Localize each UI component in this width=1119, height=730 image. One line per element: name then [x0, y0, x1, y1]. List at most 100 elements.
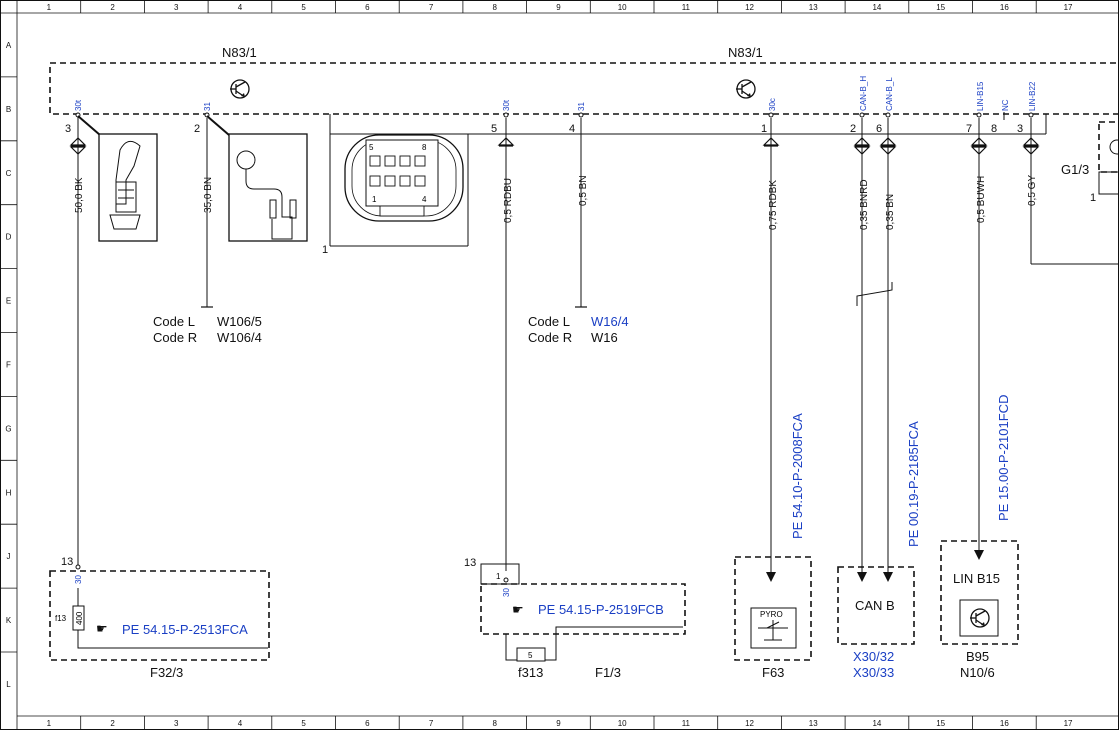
connector-cell-label: 4 [422, 195, 427, 204]
grid-column-label: 12 [745, 3, 754, 12]
grid-row-label: G [5, 424, 11, 433]
battery-cable-picture-2 [206, 115, 308, 242]
wire-035-bn: 0,35 BN [856, 118, 896, 582]
code-label: Code L [153, 314, 195, 329]
grid-column-label: 10 [618, 3, 627, 12]
component-b95: PE 15.00-P-2101FCD LIN B15 B95 N10/6 [940, 395, 1019, 680]
control-unit-icon [735, 79, 756, 99]
grid-column-label: 8 [493, 3, 498, 12]
component-f1-3: 13 1 30 ☛ PE 54.15-P-2519FCB 5 f313 F1/3 [464, 557, 686, 680]
grid-column-label: 13 [809, 719, 818, 728]
connector-cell-label: 1 [372, 195, 377, 204]
grid-column-label: 7 [429, 3, 434, 12]
grid-column-label: 2 [110, 3, 115, 12]
pin-31-b: 31 4 [569, 102, 586, 135]
can-b-title: CAN B [855, 598, 895, 613]
wire-label: 0,5 RDBU [503, 178, 514, 223]
code-label: Code R [528, 330, 572, 345]
pin-signal: NC [1001, 99, 1010, 111]
pin-30c: 30c 1 [761, 98, 777, 135]
wire-label: 0,35 BNRD [859, 179, 870, 230]
fuse-name: f13 [55, 614, 67, 623]
grid-row-label: A [6, 41, 12, 50]
connector-pin-number: 1 [322, 244, 328, 256]
pin-number: 2 [194, 123, 200, 135]
can-b-ref-1[interactable]: X30/32 [853, 649, 894, 664]
pin-lin-b22: LIN-B22 3 [1017, 81, 1037, 135]
fuse-label: f313 [518, 665, 543, 680]
code-ref: W16 [591, 330, 618, 345]
component-g1-3: G1/3 1 [1061, 121, 1119, 204]
pe-reference-link[interactable]: PE 00.19-P-2185FCA [906, 421, 921, 547]
pin-number: 3 [1017, 123, 1023, 135]
pin-can-b-h: CAN-B_H 2 [850, 76, 868, 135]
wire-label: 0,5 BN [578, 175, 589, 206]
pin-signal: 30 [502, 588, 511, 597]
control-unit-icon [229, 79, 250, 99]
grid-column-label: 11 [682, 3, 691, 12]
component-label: F32/3 [150, 665, 183, 680]
pin-number: 4 [569, 123, 575, 135]
pin-lin-b15: LIN-B15 7 [966, 81, 985, 135]
component-label: F63 [762, 665, 784, 680]
grid-column-label: 7 [429, 719, 434, 728]
grid-column-label: 15 [936, 719, 945, 728]
grid-column-label: 4 [238, 719, 243, 728]
grid-column-label: 1 [47, 719, 52, 728]
connector-drawing: 5 8 1 4 [344, 134, 464, 222]
grid-row-label: J [7, 552, 11, 561]
code-ref: W106/5 [217, 314, 262, 329]
wire-05-rdbu: 0,5 RDBU [498, 118, 514, 571]
grid-column-label: 14 [872, 719, 881, 728]
pin-can-b-l: CAN-B_L 6 [876, 77, 894, 135]
pin-signal: 30t [74, 99, 83, 111]
pin-signal: 30c [768, 98, 777, 111]
grid-column-label: 13 [809, 3, 818, 12]
pe-reference-link[interactable]: PE 15.00-P-2101FCD [996, 395, 1011, 521]
grid-column-label: 5 [301, 3, 306, 12]
wire-label: 0,5 GY [1027, 175, 1038, 206]
module-n83-1: N83/1 N83/1 1 [49, 45, 1119, 256]
component-label: B95 [966, 649, 989, 664]
wire-label: 0,75 RDBK [768, 180, 779, 230]
grid-row-label: E [6, 297, 11, 306]
pe-reference-link[interactable]: PE 54.15-P-2513FCA [122, 622, 248, 637]
pin-number: 3 [65, 123, 71, 135]
grid-column-label: 9 [556, 3, 561, 12]
pin-number: 6 [876, 123, 882, 135]
hand-pointer-icon: ☛ [512, 602, 524, 617]
can-b-ref-2[interactable]: X30/33 [853, 665, 894, 680]
ground-ref-left: Code L W106/5 Code R W106/4 [153, 314, 262, 345]
grid-column-label: 8 [493, 719, 498, 728]
grid-column-label: 5 [301, 719, 306, 728]
pin-signal: 31 [577, 102, 586, 111]
grid-row-label: K [6, 616, 12, 625]
hand-pointer-icon: ☛ [96, 621, 108, 636]
battery-cable-picture-1 [77, 115, 158, 242]
pin-number: 13 [464, 557, 476, 569]
grid-row-label: H [6, 488, 12, 497]
grid-column-label: 17 [1064, 3, 1073, 12]
component-label: F1/3 [595, 665, 621, 680]
code-ref-link[interactable]: W16/4 [591, 314, 629, 329]
wire-075-rdbk: 0,75 RDBK [763, 118, 779, 582]
code-label: Code L [528, 314, 570, 329]
pin-signal: 30t [502, 99, 511, 111]
grid-column-label: 16 [1000, 719, 1009, 728]
connector-cell-label: 8 [422, 143, 427, 152]
pin-signal: 30 [74, 575, 83, 584]
g13-pin: 1 [1090, 192, 1096, 204]
pin-signal: LIN-B22 [1028, 81, 1037, 111]
pe-reference-link[interactable]: PE 54.15-P-2519FCB [538, 602, 664, 617]
pe-reference-link[interactable]: PE 54.10-P-2008FCA [790, 413, 805, 539]
pin-number: 2 [850, 123, 856, 135]
grid-column-label: 16 [1000, 3, 1009, 12]
grid-column-label: 17 [1064, 719, 1073, 728]
code-ref: W106/4 [217, 330, 262, 345]
wire-label: 35,0 BN [203, 177, 214, 213]
lin-b15-title: LIN B15 [953, 571, 1000, 586]
module-label-right: N83/1 [728, 45, 763, 60]
